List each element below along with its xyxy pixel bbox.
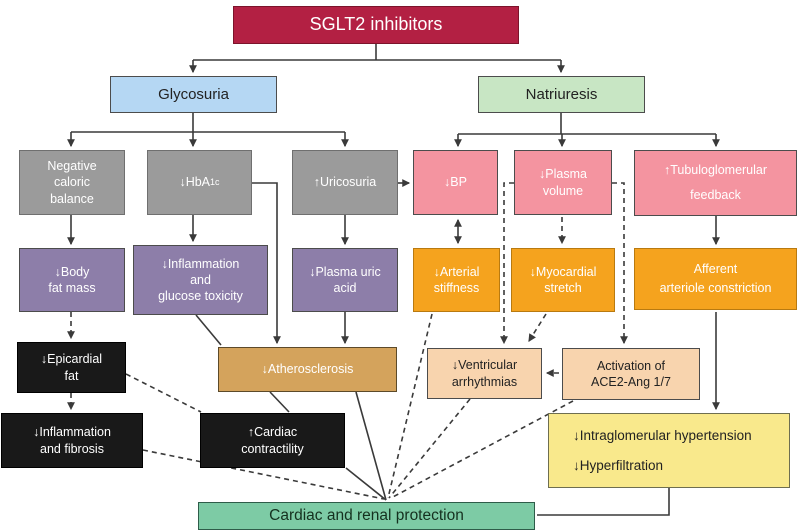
node-bp: ↓BP — [413, 150, 498, 215]
node-cardiac-contractility: ↑Cardiac contractility — [200, 413, 345, 468]
edge-ace2-protection — [390, 400, 574, 499]
edge-athero-cardiac — [269, 391, 290, 413]
edge-hba1c-athero — [252, 182, 281, 345]
node-epicardial-fat: ↓Epicardial fat — [17, 342, 126, 393]
node-natriuresis: Natriuresis — [478, 76, 645, 113]
node-ventricular-arrhythmias: ↓Ventricular arrhythmias — [427, 348, 542, 399]
node-sglt2-inhibitors: SGLT2 inhibitors — [233, 6, 519, 44]
node-atherosclerosis: ↓Atherosclerosis — [218, 347, 397, 392]
edge-inflfibrosis-protection — [142, 449, 385, 500]
edge-cardiac-protection — [345, 467, 387, 501]
node-renal-effects: ↓Intraglomerular hypertension ↓Hyperfilt… — [548, 413, 790, 488]
edge-renal-protection — [537, 488, 670, 516]
renal-effects-line2: ↓Hyperfiltration — [573, 457, 664, 473]
node-tubuloglomerular-feedback: ↑Tubuloglomerular feedback — [634, 150, 797, 216]
hba1c-subscript: 1c — [210, 176, 220, 187]
edge-plasmavol-ventricular — [500, 182, 514, 345]
edge-athero-protection — [355, 391, 387, 501]
node-glycosuria: Glycosuria — [110, 76, 277, 113]
node-negative-caloric-balance: Negative caloric balance — [19, 150, 125, 215]
node-cardiac-renal-protection: Cardiac and renal protection — [198, 502, 535, 530]
renal-effects-line1: ↓Intraglomerular hypertension — [573, 427, 752, 443]
node-body-fat-mass: ↓Body fat mass — [19, 248, 125, 312]
node-inflammation-glucose-toxicity: ↓Inflammation and glucose toxicity — [133, 245, 268, 315]
edge-plasmavol-ace2 — [612, 182, 628, 345]
edge-ventricular-protection — [388, 398, 471, 499]
node-activation-ace2: Activation of ACE2-Ang 1/7 — [562, 348, 700, 400]
node-plasma-volume: ↓Plasma volume — [514, 150, 612, 215]
hba1c-text: ↓HbA — [179, 175, 211, 190]
node-afferent-arteriole-constriction: Afferent arteriole constriction — [634, 248, 797, 310]
node-uricosuria: ↑Uricosuria — [292, 150, 398, 215]
node-arterial-stiffness: ↓Arterial stiffness — [413, 248, 500, 312]
node-plasma-uric-acid: ↓Plasma uric acid — [292, 248, 398, 312]
node-inflammation-fibrosis: ↓Inflammation and fibrosis — [1, 413, 143, 468]
edge-arterial-protection — [387, 313, 433, 499]
node-myocardial-stretch: ↓Myocardial stretch — [511, 248, 615, 312]
edge-inflglucose-athero — [195, 314, 222, 346]
edge-myocardial-ventricular — [528, 313, 547, 342]
edge-epicardial-cardiac — [125, 373, 202, 413]
